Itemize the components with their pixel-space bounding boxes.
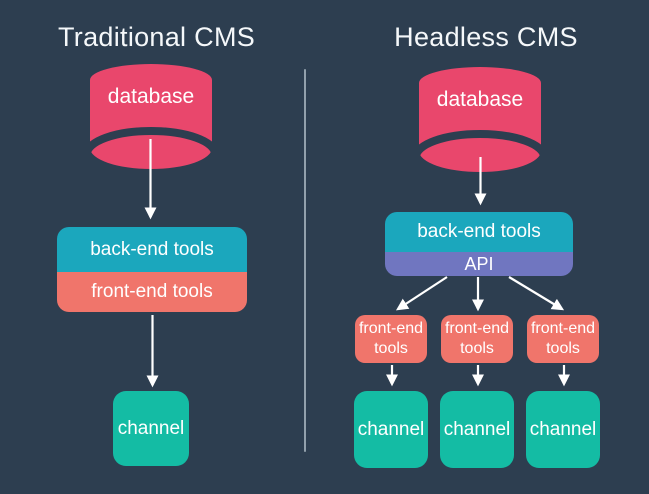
traditional-cms-title: Traditional CMS [58, 22, 256, 52]
backend-tools-box: back-end tools [385, 212, 573, 252]
channel-box-3: channel [526, 391, 600, 468]
database-icon [90, 64, 212, 169]
arrow-tools-to-channel-left [146, 315, 159, 388]
api-bar: API [385, 252, 573, 276]
database-icon [419, 67, 541, 172]
headless-cms-title: Headless CMS [394, 22, 578, 52]
frontend-tools-box: front-end tools [57, 272, 247, 312]
database-cylinder-right: database [419, 67, 541, 175]
tools-stack-right: back-end tools API [385, 212, 573, 276]
arrows-frontends-to-channels [385, 365, 571, 387]
panel-divider [304, 69, 306, 452]
tools-stack-left: back-end tools front-end tools [57, 227, 247, 312]
frontend-tools-box-1: front-end tools [355, 315, 427, 363]
frontend-tools-box-2: front-end tools [441, 315, 513, 363]
backend-tools-box: back-end tools [57, 227, 247, 272]
database-label: database [436, 88, 524, 111]
channel-box-left: channel [113, 391, 189, 466]
arrow-database-to-tools-right [474, 157, 487, 206]
frontend-tools-box-3: front-end tools [527, 315, 599, 363]
channel-box-1: channel [354, 391, 428, 468]
arrows-api-to-frontends [395, 276, 565, 312]
database-label: database [107, 85, 195, 108]
database-cylinder-left: database [90, 64, 212, 172]
channel-box-2: channel [440, 391, 514, 468]
arrow-database-to-tools-left [144, 139, 157, 220]
